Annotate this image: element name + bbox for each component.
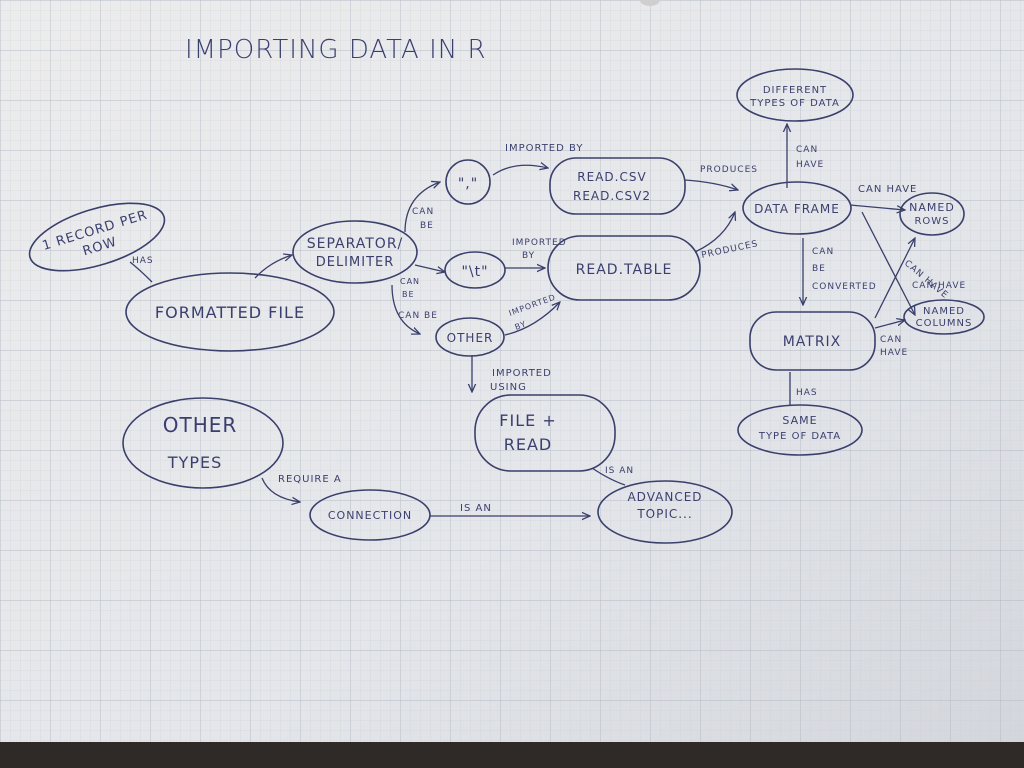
edge-has-record xyxy=(129,261,153,283)
edge-sep-to-comma xyxy=(404,182,440,233)
edge-readcsv-to-df xyxy=(684,179,738,190)
edges xyxy=(129,124,915,516)
formatted-file-label: FORMATTED FILE xyxy=(155,303,305,322)
edge-df-to-columns xyxy=(861,211,915,315)
label-df-converted-2: BE xyxy=(812,264,826,274)
label-imported-using-2: USING xyxy=(490,382,527,393)
label-df-can-have-rows: CAN HAVE xyxy=(858,184,917,195)
node-formatted-file: FORMATTED FILE xyxy=(125,272,335,352)
label-is-an-connection: IS AN xyxy=(460,503,492,514)
edge-comma-to-readcsv xyxy=(492,165,548,176)
diff-types-line-2: TYPES OF DATA xyxy=(749,98,840,109)
label-is-an-file: IS AN xyxy=(605,466,634,476)
named-rows-line-1: NAMED xyxy=(909,201,955,214)
edge-matrix-to-columns xyxy=(874,320,905,329)
read-csv-line-1: READ.CSV xyxy=(577,170,646,184)
node-other-types: OTHER TYPES xyxy=(122,397,284,489)
same-type-line-2: TYPE OF DATA xyxy=(758,431,841,442)
label-can-be-other: CAN BE xyxy=(398,311,438,321)
node-named-columns: NAMED COLUMNS xyxy=(903,299,985,335)
edge-file-to-separator xyxy=(254,255,292,279)
label-matrix-can-have-cols-2: HAVE xyxy=(880,348,908,358)
diff-types-line-1: DIFFERENT xyxy=(763,85,827,96)
node-connection: CONNECTION xyxy=(309,489,431,541)
label-has-record: HAS xyxy=(132,256,154,266)
node-matrix: MATRIX xyxy=(749,311,876,371)
node-other-separator: OTHER xyxy=(435,317,505,357)
label-require-a: REQUIRE A xyxy=(278,474,342,485)
edge-fileread-to-advanced xyxy=(591,467,626,486)
named-rows-line-2: ROWS xyxy=(914,216,949,227)
edge-readtable-to-df xyxy=(694,212,735,253)
label-matrix-can-have-rows: CAN HAVE xyxy=(912,281,966,291)
node-separator: SEPARATOR/ DELIMITER xyxy=(292,220,418,284)
label-can-be-tab-2: BE xyxy=(402,290,415,299)
label-imported-by-other-2: BY xyxy=(514,319,528,332)
label-can-be-tab-1: CAN xyxy=(400,277,420,286)
other-types-line-2: TYPES xyxy=(167,453,222,472)
file-read-line-1: FILE + xyxy=(499,411,556,430)
edge-sep-to-tab xyxy=(414,264,445,272)
edge-matrix-to-rows xyxy=(874,238,915,319)
label-imported-by-table-2: BY xyxy=(522,251,535,261)
edge-othertypes-to-connection xyxy=(261,477,300,502)
matrix-label: MATRIX xyxy=(783,334,842,350)
other-types-line-1: OTHER xyxy=(163,413,238,437)
label-can-be-comma-2: BE xyxy=(420,221,434,231)
label-df-converted-3: CONVERTED xyxy=(812,282,877,292)
edge-df-to-rows xyxy=(849,204,905,210)
label-df-can-have-types-1: CAN xyxy=(796,145,818,155)
separator-line-2: DELIMITER xyxy=(316,255,395,270)
node-comma: "," xyxy=(445,159,491,205)
edge-sep-to-other xyxy=(391,284,420,334)
node-different-types: DIFFERENT TYPES OF DATA xyxy=(736,68,854,122)
read-table-label: READ.TABLE xyxy=(576,262,673,278)
label-matrix-has: HAS xyxy=(796,388,818,398)
node-same-type: SAME TYPE OF DATA xyxy=(737,404,863,456)
page-title: IMPORTING DATA IN R xyxy=(185,35,487,65)
node-read-csv: READ.CSV READ.CSV2 xyxy=(549,157,686,215)
node-read-table: READ.TABLE xyxy=(547,235,701,301)
comma-label: "," xyxy=(458,176,478,192)
label-df-converted-1: CAN xyxy=(812,247,834,257)
named-columns-line-1: NAMED xyxy=(923,306,965,317)
advanced-line-2: TOPIC... xyxy=(636,507,692,521)
punch-hole xyxy=(640,0,660,6)
label-matrix-can-have-cols-1: CAN xyxy=(880,335,902,345)
label-produces-csv: PRODUCES xyxy=(700,165,758,175)
advanced-line-1: ADVANCED xyxy=(627,490,702,504)
file-read-line-2: READ xyxy=(504,435,553,454)
label-imported-by-table-1: IMPORTED xyxy=(512,238,567,248)
grid-lines xyxy=(0,0,1024,742)
label-can-be-comma-1: CAN xyxy=(412,207,434,217)
node-named-rows: NAMED ROWS xyxy=(899,192,965,236)
node-tab: "\t" xyxy=(444,251,506,289)
separator-line-1: SEPARATOR/ xyxy=(307,236,404,252)
node-file-read: FILE + READ xyxy=(474,394,616,472)
read-csv-line-2: READ.CSV2 xyxy=(573,189,651,203)
table-surface xyxy=(0,742,1024,768)
label-df-can-have-types-2: HAVE xyxy=(796,160,824,170)
node-advanced-topic: ADVANCED TOPIC... xyxy=(597,480,733,544)
edge-other-to-readtable xyxy=(504,302,560,336)
named-columns-line-2: COLUMNS xyxy=(916,318,973,329)
same-type-line-1: SAME xyxy=(782,414,817,427)
label-imported-using-1: IMPORTED xyxy=(492,368,552,379)
tab-label: "\t" xyxy=(461,264,488,280)
label-imported-by-csv: IMPORTED BY xyxy=(505,143,583,154)
other-sep-label: OTHER xyxy=(447,331,494,345)
data-frame-label: DATA FRAME xyxy=(754,202,840,216)
node-data-frame: DATA FRAME xyxy=(742,181,852,235)
connection-label: CONNECTION xyxy=(328,509,412,522)
